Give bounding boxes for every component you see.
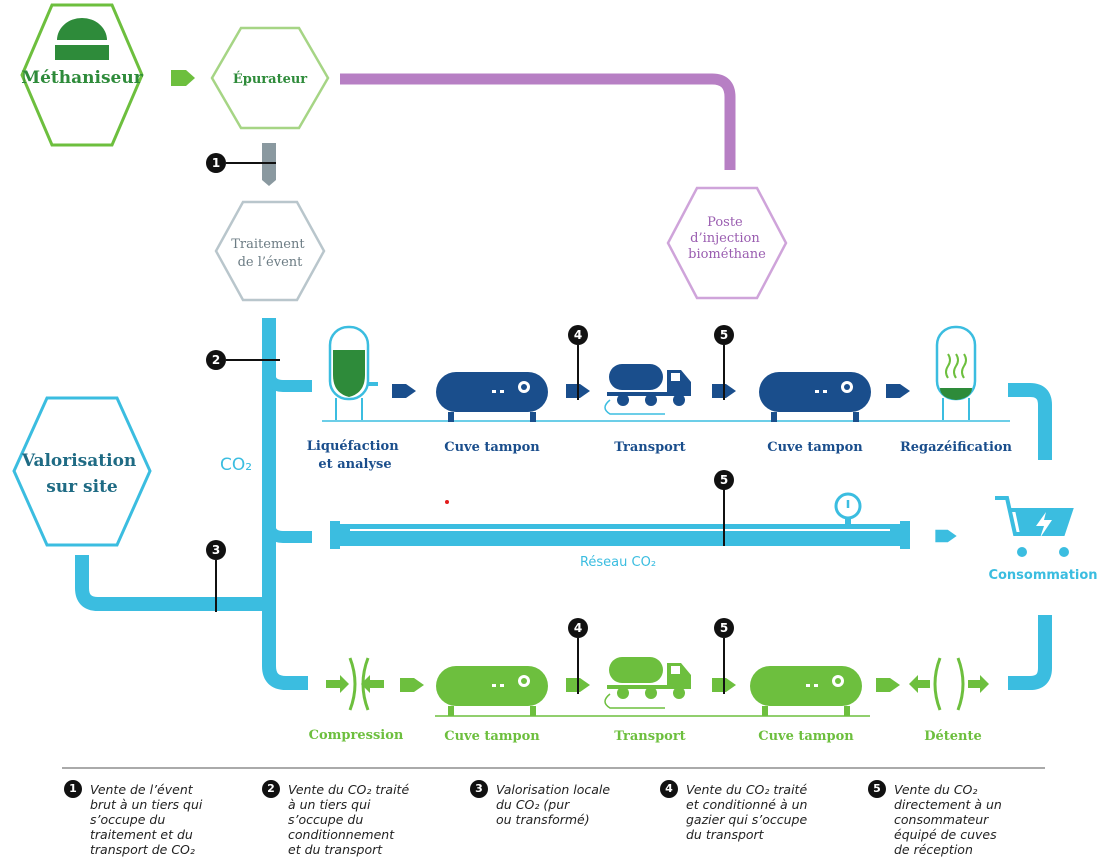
marker-5-row3 — [714, 618, 734, 638]
poste-injection-hexagon — [666, 186, 788, 300]
row1-arrow-4 — [886, 384, 910, 398]
marker-5-row1 — [714, 325, 734, 345]
row3-arrow-4 — [876, 678, 900, 692]
svg-text:5: 5 — [720, 328, 728, 342]
row3-arrow-1 — [400, 678, 424, 692]
vent-pipe — [262, 143, 276, 167]
row1-transport-label: Transport — [614, 440, 685, 455]
co2-branch-top — [263, 371, 312, 392]
co2-network-pipeline-icon — [330, 492, 910, 549]
marker-1 — [206, 153, 226, 173]
co2-main-pipe — [262, 318, 308, 690]
marker-4-row3 — [568, 618, 588, 638]
epurateur-hexagon — [210, 26, 330, 130]
row3-to-consommation-pipe — [1008, 615, 1052, 690]
shopping-cart-icon — [995, 496, 1074, 557]
methaniseur-label: Méthaniseur — [21, 68, 143, 88]
red-dot — [445, 500, 449, 504]
regazeification-icon — [935, 325, 977, 420]
co2-branch-mid — [263, 522, 312, 543]
marker-5-row2 — [714, 470, 734, 490]
row3-cuve-1-label: Cuve tampon — [444, 729, 540, 744]
epurateur-label: Épurateur — [233, 71, 307, 87]
row2-arrow — [935, 529, 957, 543]
marker-3 — [206, 540, 226, 560]
liquefaction-label: Liquéfaction et analyse — [307, 439, 403, 472]
row3-transport-label: Transport — [614, 729, 685, 744]
compression-label: Compression — [309, 728, 404, 743]
svg-text:4: 4 — [574, 621, 582, 635]
traitement-hexagon — [214, 200, 326, 302]
row3-cuve-2-label: Cuve tampon — [758, 729, 854, 744]
co2-label: CO₂ — [220, 455, 252, 475]
row3-tank-2-icon — [750, 666, 862, 716]
row1-tank-2-icon — [759, 372, 871, 422]
marker-4-row1 — [568, 325, 588, 345]
consommation-label: Consommation — [988, 568, 1097, 583]
svg-text:4: 4 — [574, 328, 582, 342]
digester-icon — [55, 18, 109, 60]
legend-text-5: Vente du CO₂ directement à un consommate… — [894, 782, 1002, 857]
detente-icon — [909, 657, 989, 711]
svg-text:3: 3 — [212, 543, 220, 557]
reseau-label: Réseau CO₂ — [580, 555, 656, 570]
row1-tank-1-icon — [436, 372, 548, 422]
legend-text-3: Valorisation locale du CO₂ (pur ou trans… — [496, 782, 611, 827]
row3-truck-icon — [607, 657, 691, 699]
liquefaction-icon — [328, 325, 378, 420]
detente-label: Détente — [924, 729, 982, 744]
regazeification-label: Regazéification — [900, 440, 1013, 455]
row1-arrow-1 — [392, 384, 416, 398]
row1-cuve-1-label: Cuve tampon — [444, 440, 540, 455]
row1-cuve-2-label: Cuve tampon — [767, 440, 863, 455]
vent-valve-icon — [262, 167, 276, 186]
svg-text:5: 5 — [720, 621, 728, 635]
arrow-methaniseur-epurateur — [171, 70, 195, 86]
legend-text-1: Vente de l’évent brut à un tiers qui s’o… — [90, 782, 203, 857]
poste-injection-label: Poste d’injection biométhane — [688, 215, 766, 262]
row3-tank-1-icon — [436, 666, 548, 716]
methaniseur-hexagon — [20, 3, 144, 147]
legend-text-4: Vente du CO₂ traité et conditionné à un … — [686, 782, 808, 842]
compression-icon — [326, 657, 384, 711]
biomethane-pipe — [340, 73, 736, 170]
valorisation-label: Valorisation sur site — [21, 451, 142, 497]
valorisation-hexagon — [12, 396, 152, 547]
marker-2 — [206, 350, 226, 370]
legend-text-2: Vente du CO₂ traité à un tiers qui s’occ… — [288, 782, 410, 857]
svg-text:2: 2 — [212, 353, 220, 367]
traitement-label: Traitement de l’évent — [231, 237, 308, 270]
svg-text:1: 1 — [212, 156, 220, 170]
row1-truck-icon — [607, 364, 691, 406]
svg-text:5: 5 — [720, 473, 728, 487]
co2-valorisation-pipe — [75, 555, 269, 611]
row1-to-consommation-pipe — [1008, 383, 1052, 460]
